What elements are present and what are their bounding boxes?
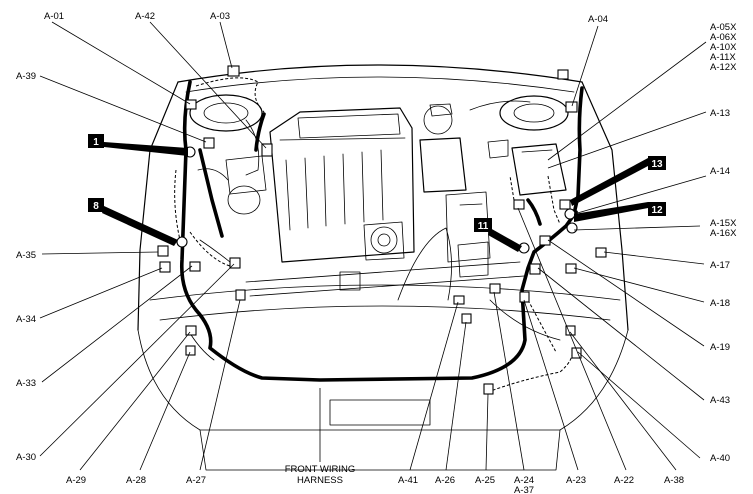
label-a10x: A-10X xyxy=(710,42,737,53)
connector-a30 xyxy=(229,257,241,269)
connector-a40 xyxy=(571,347,582,359)
label-a13: A-13 xyxy=(710,108,730,119)
engine-bay-drawing xyxy=(137,64,629,471)
label-a14: A-14 xyxy=(710,166,730,177)
front-wiring-harness-path xyxy=(174,77,584,393)
connector-a41 xyxy=(453,295,465,305)
leader-lines xyxy=(39,21,707,471)
connector-flag8 xyxy=(176,236,188,248)
connector-a13 xyxy=(559,199,571,210)
connector-a27 xyxy=(235,289,246,301)
label-a04: A-04 xyxy=(588,14,608,25)
flag-11: 11 xyxy=(474,218,522,252)
label-a35: A-35 xyxy=(16,250,36,261)
connector-a03 xyxy=(227,65,240,77)
label-a39: A-39 xyxy=(16,71,36,82)
connector-a19 xyxy=(539,235,551,246)
connector-a04 xyxy=(565,101,578,113)
label-a28: A-28 xyxy=(126,475,146,486)
connector-a33 xyxy=(189,261,201,272)
connector-a26 xyxy=(461,313,472,324)
connector-a39 xyxy=(203,137,215,149)
connector-a25 xyxy=(483,383,494,395)
label-a17: A-17 xyxy=(710,260,730,271)
label-a25: A-25 xyxy=(475,475,495,486)
svg-text:8: 8 xyxy=(93,201,99,212)
label-a30: A-30 xyxy=(16,452,36,463)
svg-text:11: 11 xyxy=(478,221,489,232)
label-a03: A-03 xyxy=(210,11,230,22)
flag-12: 12 xyxy=(574,202,666,222)
label-a43: A-43 xyxy=(710,395,730,406)
label-a29: A-29 xyxy=(66,475,86,486)
label-a37: A-37 xyxy=(514,485,534,494)
connector-a42 xyxy=(261,143,273,157)
connector-a15x xyxy=(566,222,578,234)
label-harness-line2: HARNESS xyxy=(297,475,343,486)
label-a24: A-24 xyxy=(514,475,534,486)
label-a18: A-18 xyxy=(710,298,730,309)
label-a34: A-34 xyxy=(16,314,36,325)
label-a42: A-42 xyxy=(135,11,155,22)
label-a22: A-22 xyxy=(614,475,634,486)
flag-8: 8 xyxy=(88,198,178,246)
svg-text:13: 13 xyxy=(651,159,663,170)
label-a26: A-26 xyxy=(435,475,455,486)
flag-13: 13 xyxy=(570,156,666,206)
label-a41: A-41 xyxy=(398,475,418,486)
label-a06x: A-06X xyxy=(710,32,737,43)
label-a40: A-40 xyxy=(710,453,730,464)
label-a12x: A-12X xyxy=(710,62,737,73)
connector-a17 xyxy=(595,247,607,258)
connector-a05x xyxy=(557,69,569,80)
connector-a14 xyxy=(564,208,576,220)
label-harness-line1: FRONT WIRING xyxy=(285,464,356,475)
connector-a29 xyxy=(185,325,197,336)
connector-a43 xyxy=(529,263,541,275)
label-a15x: A-15X xyxy=(710,218,737,229)
connector-a24 xyxy=(489,283,501,294)
label-a11x: A-11X xyxy=(710,52,736,63)
connector-a35 xyxy=(157,245,169,257)
label-a23: A-23 xyxy=(566,475,586,486)
connector-a01 xyxy=(185,99,197,110)
connectors xyxy=(157,65,607,395)
svg-text:12: 12 xyxy=(651,205,663,216)
svg-text:1: 1 xyxy=(93,137,99,148)
connector-a22 xyxy=(513,199,525,210)
label-a19: A-19 xyxy=(710,342,730,353)
callout-labels: A-01 A-42 A-03 A-04 A-05X A-06X A-10X A-… xyxy=(16,11,737,494)
label-a27: A-27 xyxy=(186,475,206,486)
flag-1: 1 xyxy=(88,134,188,156)
label-a16x: A-16X xyxy=(710,228,737,239)
connector-a28 xyxy=(185,345,196,356)
label-a38: A-38 xyxy=(664,475,684,486)
connector-a34 xyxy=(159,261,171,273)
label-a05x: A-05X xyxy=(710,22,737,33)
label-a01: A-01 xyxy=(44,11,64,22)
label-a33: A-33 xyxy=(16,378,36,389)
